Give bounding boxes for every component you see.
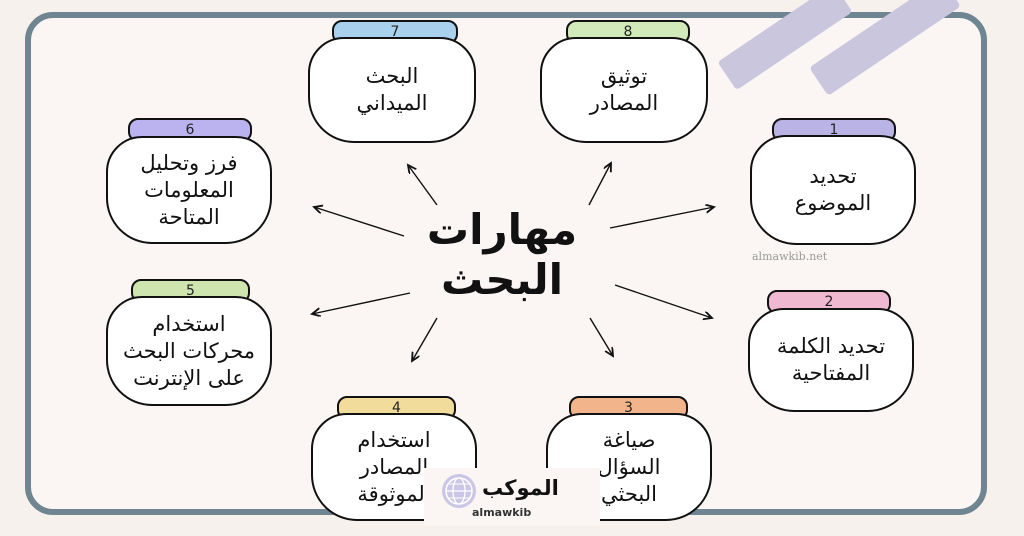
node-8-jar: توثيق المصادر — [540, 37, 708, 143]
arrow-to-node-6 — [314, 207, 405, 237]
node-4-jar: استخدام المصادر الموثوقة — [311, 413, 477, 521]
node-2-line-2: المفتاحية — [791, 361, 871, 385]
site-watermark: almawkib.net — [752, 250, 828, 263]
arrow-to-node-4 — [412, 317, 438, 361]
site-logo: الموكب almawkib — [424, 468, 600, 526]
node-3-line-2: السؤال — [597, 454, 661, 479]
node-6-line-3: المتاحة — [158, 204, 220, 229]
node-1-jar: تحديد الموضوع — [750, 135, 916, 245]
node-1-line-1: تحديد — [809, 164, 857, 188]
node-5-line-3: على الإنترنت — [133, 365, 245, 390]
node-6-jar: فرز وتحليل المعلومات المتاحة — [106, 136, 272, 244]
node-7-jar: البحث الميداني — [308, 37, 476, 143]
diagram-frame — [25, 12, 987, 515]
node-3-line-1: صياغة — [602, 427, 656, 452]
arrow-to-node-2 — [614, 284, 712, 318]
node-2-jar: تحديد الكلمة المفتاحية — [748, 308, 914, 412]
node-4-line-1: استخدام — [357, 427, 431, 452]
logo-arabic-text: الموكب — [482, 476, 559, 500]
node-4-line-2: المصادر — [359, 454, 429, 479]
node-3-line-3: البحثي — [601, 481, 657, 506]
node-4-line-3: الموثوقة — [357, 481, 431, 506]
arrow-to-node-8 — [588, 163, 611, 206]
logo-latin-text: almawkib — [472, 506, 532, 519]
node-5-line-2: محركات البحث — [123, 338, 255, 363]
node-1-line-2: الموضوع — [794, 191, 872, 215]
title-line-1: مهارات — [426, 205, 578, 254]
node-8-line-2: المصادر — [589, 91, 659, 115]
node-6-line-1: فرز وتحليل — [140, 150, 238, 175]
diagram-title: مهارات البحث — [402, 205, 602, 305]
arrow-to-node-1 — [609, 207, 714, 229]
node-8-line-1: توثيق — [600, 64, 648, 88]
arrow-to-node-7 — [408, 165, 438, 206]
node-6-line-2: المعلومات — [144, 177, 234, 202]
node-2-line-1: تحديد الكلمة — [776, 334, 886, 358]
arrow-to-node-5 — [312, 292, 411, 314]
arrow-to-node-3 — [589, 317, 613, 356]
node-5-jar: استخدام محركات البحث على الإنترنت — [106, 296, 272, 406]
node-5-line-1: استخدام — [152, 311, 226, 336]
title-line-2: البحث — [440, 255, 564, 304]
node-7-line-2: الميداني — [356, 91, 428, 115]
globe-icon — [442, 474, 476, 508]
node-7-line-1: البحث — [365, 64, 419, 88]
